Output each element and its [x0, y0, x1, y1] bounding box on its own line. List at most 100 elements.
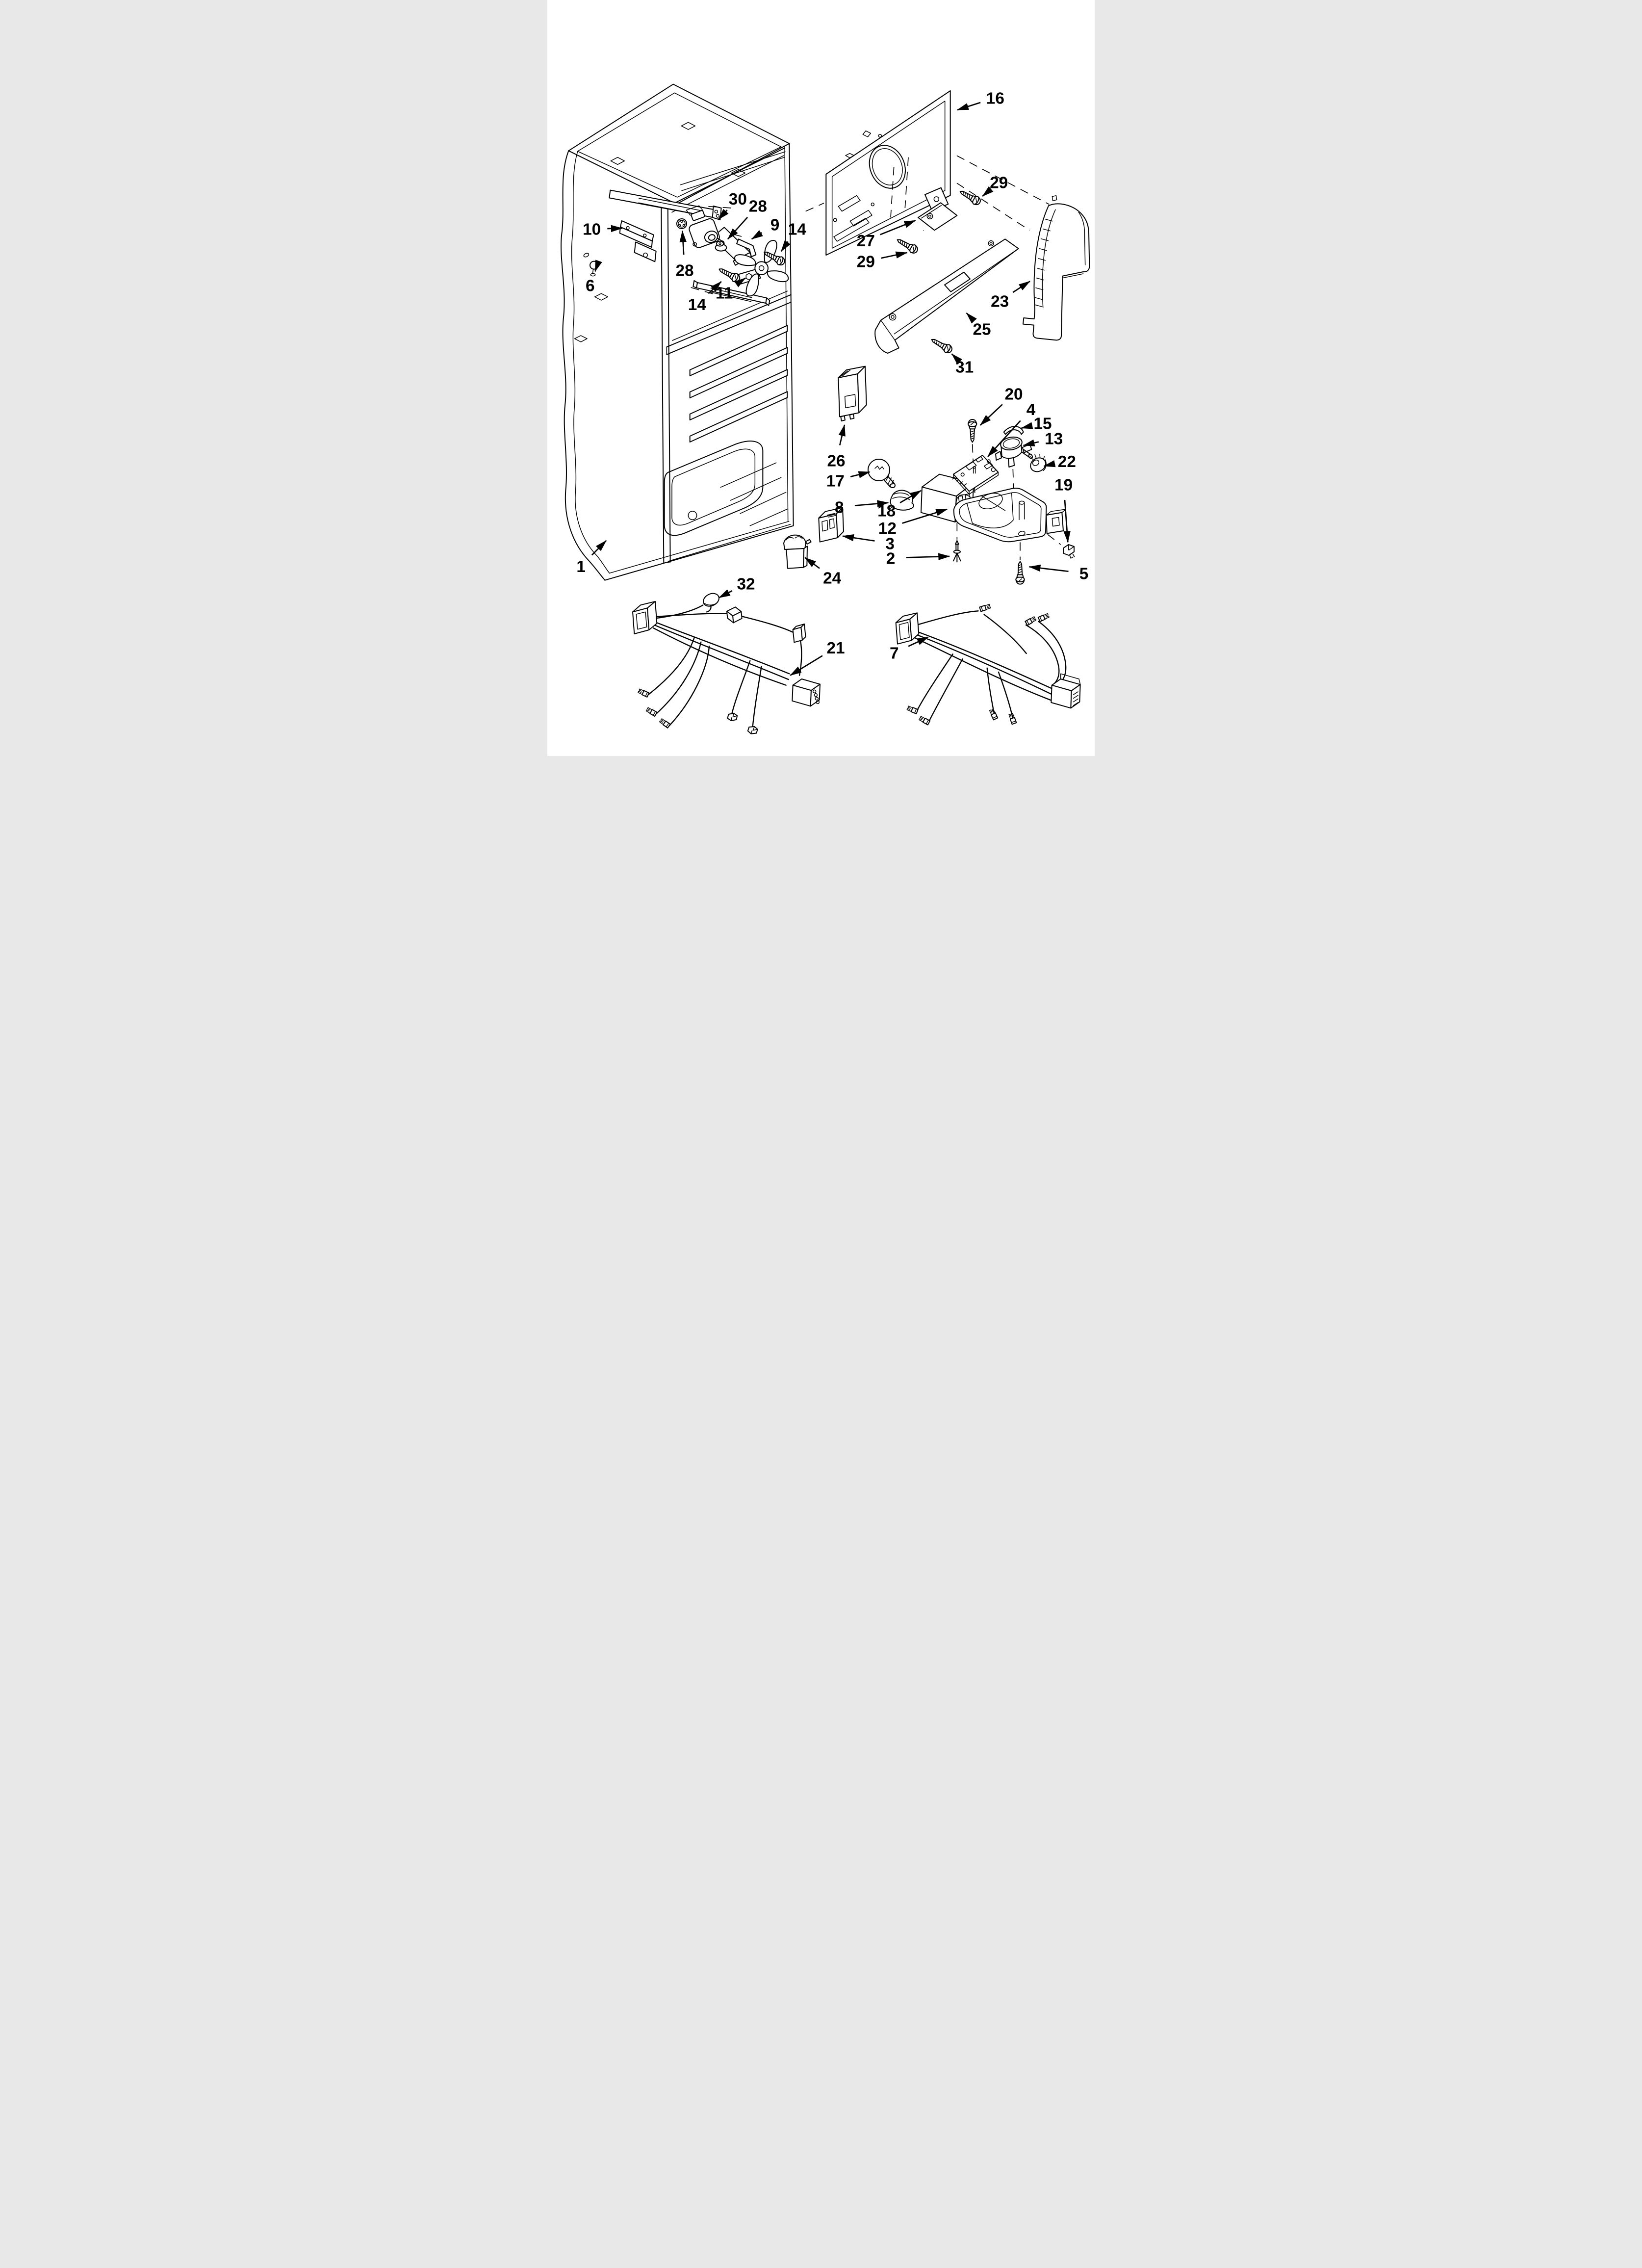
part-number-label: 16 — [986, 89, 1004, 107]
callout-16-0: 16 — [956, 89, 1004, 111]
harness7-plug — [895, 612, 920, 645]
part-number-label: 1 — [576, 558, 586, 576]
fan-blade-11 — [734, 239, 789, 297]
callout-17-23: 17 — [826, 471, 871, 490]
part-number-label: 32 — [737, 575, 755, 593]
callout-29-1: 29 — [982, 174, 1008, 197]
callout-25-14: 25 — [966, 313, 991, 339]
callout-6-9: 6 — [586, 260, 602, 295]
wire-clip-19 — [1063, 544, 1075, 559]
fan-bracket-10 — [619, 220, 657, 262]
part-number-label: 15 — [1033, 415, 1052, 433]
leader-arrow — [1021, 422, 1033, 429]
callout-28-10: 28 — [675, 230, 694, 280]
leader-arrow — [982, 186, 994, 197]
part-number-label: 4 — [1026, 401, 1036, 419]
switch-24 — [783, 534, 812, 569]
leader-arrow — [951, 353, 962, 365]
leader-arrow — [880, 220, 916, 235]
callout-2-28: 2 — [886, 549, 950, 568]
leader-arrow — [902, 508, 948, 524]
leader-arrow — [708, 281, 722, 294]
control-board-4 — [952, 455, 999, 495]
leader-arrow — [966, 313, 977, 324]
part-number-label: 20 — [1004, 386, 1023, 404]
leader-arrow — [790, 655, 823, 676]
leader-arrow — [1028, 564, 1069, 572]
leader-arrow — [1063, 499, 1071, 543]
temp-sensor-32 — [703, 593, 719, 613]
refrigerator-liner-parts-diagram: 1629103028914272962811142325312041513221… — [547, 0, 1095, 756]
callout-23-13: 23 — [991, 281, 1031, 311]
control-housing-23 — [1023, 195, 1090, 341]
part-number-label: 10 — [583, 221, 601, 239]
callout-26-22: 26 — [827, 424, 846, 470]
light-bulb-17 — [868, 459, 896, 488]
part-number-label: 28 — [749, 197, 767, 215]
callout-18-25: 18 — [877, 490, 922, 521]
leader-arrow — [956, 102, 981, 111]
harness-small-connector — [792, 624, 806, 643]
part-number-label: 7 — [890, 645, 899, 663]
part-number-label: 28 — [675, 262, 693, 280]
callout-27-7: 27 — [857, 220, 916, 250]
page-background — [547, 0, 1095, 756]
part-number-label: 14 — [788, 221, 807, 239]
part-number-label: 26 — [827, 452, 845, 470]
harness-mid-connector — [726, 606, 743, 624]
callout-14-6: 14 — [780, 221, 807, 252]
part-number-label: 22 — [1058, 453, 1076, 471]
leader-arrow — [591, 540, 607, 556]
leader-arrow — [881, 251, 908, 259]
air-duct-25 — [874, 238, 1019, 355]
callout-30-3: 30 — [718, 190, 747, 220]
part-number-label: 18 — [877, 502, 896, 521]
callout-20-16: 20 — [979, 386, 1023, 426]
callout-10-2: 10 — [583, 221, 623, 239]
callout-13-19: 13 — [1023, 430, 1063, 448]
callout-21-32: 21 — [790, 639, 845, 676]
knob-coupler-22 — [1030, 454, 1047, 472]
leader-arrow — [979, 404, 1003, 426]
harness-block-connector — [792, 678, 821, 707]
callout-32-31: 32 — [718, 575, 755, 599]
leader-arrow — [899, 490, 922, 503]
motor-grommet-28 — [676, 218, 687, 229]
harness-plug — [632, 601, 658, 634]
callout-1-30: 1 — [576, 540, 607, 576]
leader-arrow — [607, 225, 623, 233]
callout-31-15: 31 — [951, 353, 974, 376]
part-number-label: 8 — [835, 498, 844, 517]
part-number-label: 13 — [1045, 430, 1063, 448]
leader-arrow — [906, 553, 950, 560]
thermostat-cluster — [952, 419, 1061, 560]
push-fastener-2 — [953, 540, 961, 563]
part-number-label: 11 — [716, 285, 733, 303]
part-number-label: 12 — [878, 520, 897, 538]
part-number-label: 17 — [826, 472, 845, 490]
thermostat-13 — [995, 436, 1033, 468]
part-number-label: 27 — [857, 232, 875, 250]
callout-22-20: 22 — [1043, 453, 1076, 471]
cover-pad-27 — [918, 202, 958, 231]
callout-29-8: 29 — [857, 251, 908, 271]
part-number-label: 14 — [688, 296, 707, 314]
leader-arrow — [1043, 460, 1056, 468]
part-number-label: 23 — [991, 292, 1009, 311]
leader-arrow — [1023, 439, 1039, 446]
spring-clip-15 — [1003, 426, 1024, 435]
evaporator-fan-assembly — [583, 206, 789, 306]
part-number-label: 30 — [729, 190, 747, 209]
part-number-label: 5 — [1079, 565, 1089, 583]
callout-9-5: 9 — [751, 216, 779, 240]
leader-arrow — [908, 636, 929, 647]
terminal-block-3 — [818, 507, 844, 543]
part-number-label: 25 — [973, 321, 991, 339]
wire-harness-21 — [632, 593, 821, 736]
part-number-label: 31 — [955, 358, 974, 376]
relay-26 — [838, 365, 867, 421]
callout-15-18: 15 — [1021, 415, 1052, 433]
callout-12-26: 12 — [878, 508, 948, 538]
